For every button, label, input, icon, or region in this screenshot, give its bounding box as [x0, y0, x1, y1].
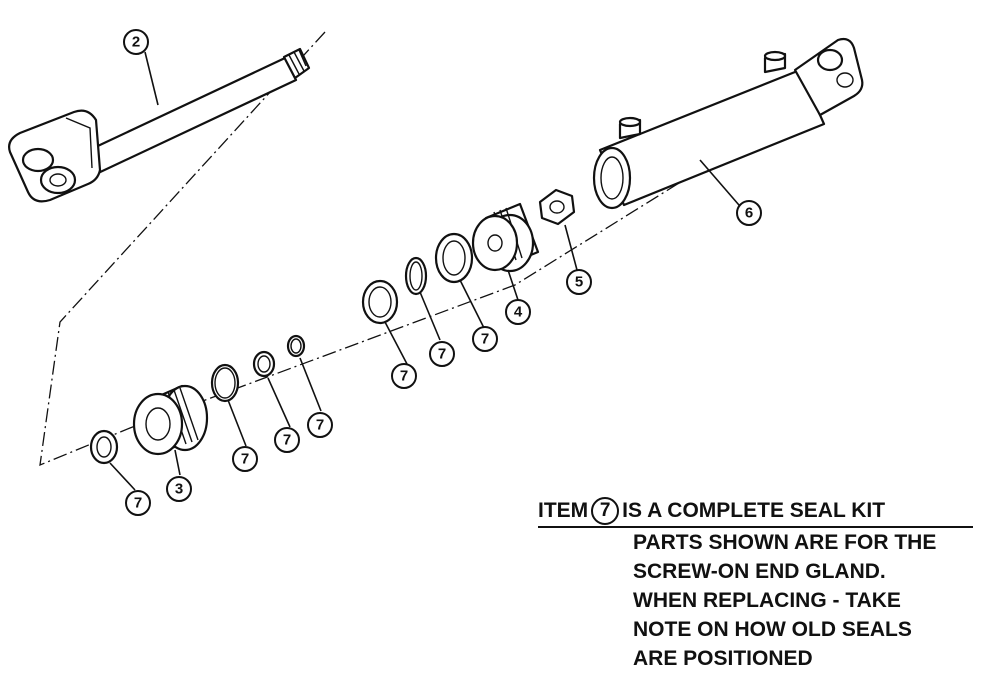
assembly-centerline [39, 31, 701, 467]
svg-text:5: 5 [575, 274, 583, 291]
leader-line [419, 291, 441, 341]
svg-text:2: 2 [132, 34, 140, 51]
note-line-3: WHEN REPLACING - TAKE [633, 589, 901, 612]
callout-7: 7 [429, 341, 455, 367]
note-line-2: SCREW-ON END GLAND. [633, 560, 886, 583]
callout-7: 7 [232, 446, 258, 472]
callout-7: 7 [391, 363, 417, 389]
note-line-4: NOTE ON HOW OLD SEALS [633, 618, 912, 641]
note-heading: ITEM 7 IS A COMPLETE SEAL KIT [538, 496, 973, 528]
note-item-circle: 7 [591, 496, 620, 525]
svg-text:6: 6 [745, 205, 753, 222]
piston-nut [538, 188, 576, 226]
note-prefix: ITEM [538, 499, 589, 522]
leader-line [267, 377, 291, 428]
end-gland [132, 384, 209, 456]
seal-ring [434, 232, 474, 284]
svg-text:7: 7 [481, 331, 489, 348]
note-line-1: PARTS SHOWN ARE FOR THE [633, 531, 937, 554]
leader-line [459, 279, 485, 329]
leader-line [384, 321, 408, 365]
svg-text:7: 7 [400, 368, 408, 385]
svg-text:7: 7 [438, 346, 446, 363]
callout-4: 4 [505, 299, 531, 325]
callout-7: 7 [472, 326, 498, 352]
seal-ring [286, 334, 306, 358]
leader-line [174, 449, 181, 476]
leader-line [109, 462, 136, 491]
leader-line [227, 399, 247, 447]
leader-line [144, 51, 159, 106]
seal-kit-note: ITEM 7 IS A COMPLETE SEAL KIT PARTS SHOW… [538, 496, 988, 673]
callout-7: 7 [125, 490, 151, 516]
callout-6: 6 [736, 200, 762, 226]
seal-ring [361, 279, 399, 325]
note-suffix: IS A COMPLETE SEAL KIT [622, 499, 886, 522]
svg-text:3: 3 [175, 481, 183, 498]
svg-text:7: 7 [134, 495, 142, 512]
note-line-5: ARE POSITIONED [633, 647, 813, 670]
svg-text:7: 7 [241, 451, 249, 468]
piston-rod [8, 47, 311, 203]
seal-ring [210, 363, 240, 403]
leader-line [564, 224, 578, 271]
leader-line [299, 357, 322, 412]
svg-text:7: 7 [316, 417, 324, 434]
seal-ring [252, 350, 276, 378]
seal-ring [404, 256, 428, 296]
seal-ring [89, 429, 119, 465]
callout-2: 2 [123, 29, 149, 55]
leader-line [507, 269, 519, 301]
callout-5: 5 [566, 269, 592, 295]
callout-7: 7 [307, 412, 333, 438]
svg-text:4: 4 [514, 304, 523, 321]
piston [471, 202, 540, 273]
cylinder-barrel [592, 37, 864, 210]
callout-7: 7 [274, 427, 300, 453]
callout-3: 3 [166, 476, 192, 502]
svg-text:7: 7 [283, 432, 291, 449]
leader-line [699, 159, 746, 213]
